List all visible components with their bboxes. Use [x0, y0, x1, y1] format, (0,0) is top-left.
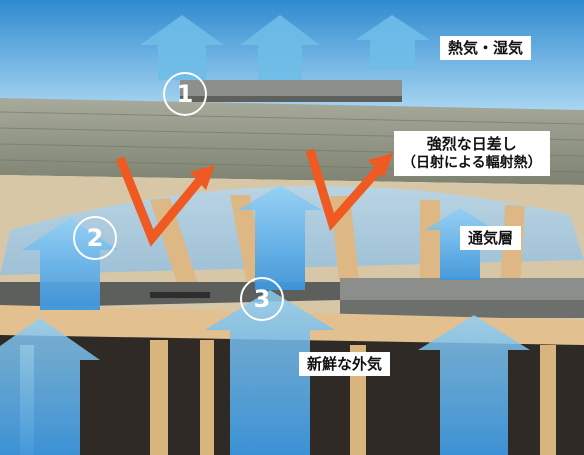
marker-3: 3 [240, 277, 284, 321]
radiant-heat-note: （日射による輻射熱） [402, 155, 542, 171]
fresh-air-label: 新鮮な外気 [299, 352, 391, 376]
vent-layer-label: 通気層 [460, 226, 522, 250]
sun-ray-arrows [115, 148, 382, 247]
heat-exhaust-arrows [140, 15, 430, 80]
ridge-vent [180, 80, 402, 100]
marker-2: 2 [73, 216, 117, 260]
heat-moisture-label: 熱気・湿気 [440, 36, 532, 60]
fresh-air-arrows [0, 185, 530, 455]
strong-sun-label: 強烈な日差し （日射による輻射熱） [394, 131, 550, 176]
marker-1: 1 [163, 72, 207, 116]
strong-sun-title: 強烈な日差し [426, 135, 517, 153]
